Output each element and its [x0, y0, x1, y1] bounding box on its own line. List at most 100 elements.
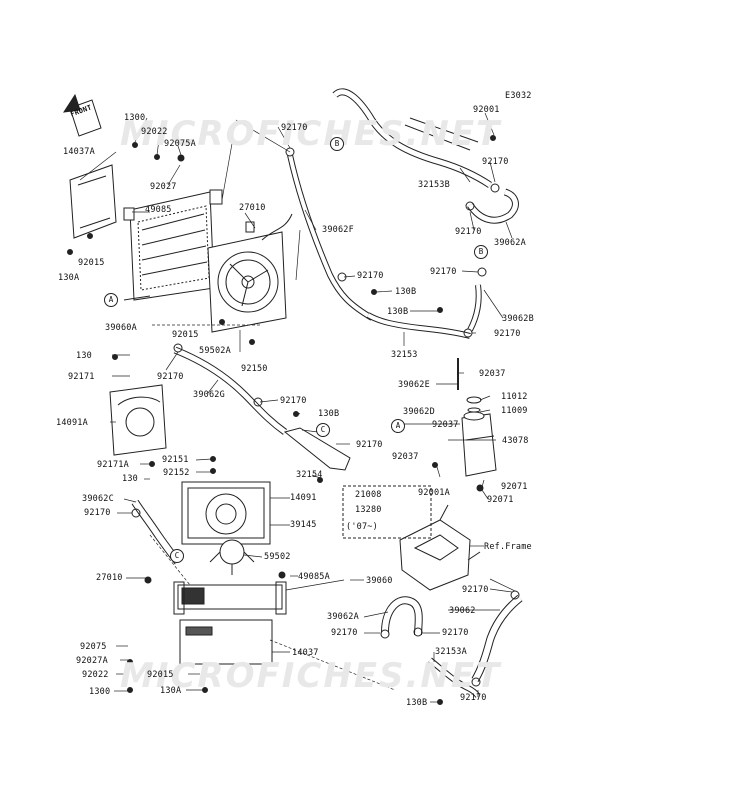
pipe-32154 — [283, 427, 351, 471]
part-label-92150: 92150 — [241, 364, 268, 374]
part-label-130b-a: 130B — [395, 287, 417, 297]
part-label-11009: 11009 — [501, 406, 528, 416]
upper-radiator-core — [123, 189, 223, 301]
part-label-32153a: 32153A — [435, 647, 467, 657]
part-label-39062g: 39062G — [193, 390, 225, 400]
radiator-screen-14037 — [179, 619, 273, 665]
part-label-130-left: 130 — [76, 351, 92, 361]
part-label-39062a-bot: 39062A — [327, 612, 359, 622]
hose-clamp-marks — [131, 147, 520, 687]
part-label-59502a: 59502A — [199, 346, 231, 356]
part-label-39062a: 39062A — [494, 238, 526, 248]
part-label-92001: 92001 — [473, 105, 500, 115]
lower-radiator-core — [173, 581, 287, 615]
part-label-130b-c: 130B — [318, 409, 340, 419]
part-label-92171: 92171 — [68, 372, 95, 382]
fastener-marks — [67, 135, 496, 705]
fan-shroud-14091 — [181, 481, 271, 545]
circle-ref-c-upper: C — [316, 423, 330, 437]
hose-39062f — [287, 154, 374, 321]
part-label-92170-b: 92170 — [281, 123, 308, 133]
part-label-92170-i: 92170 — [356, 440, 383, 450]
part-label-92015-bot: 92015 — [147, 670, 174, 680]
circle-ref-a-lower: A — [391, 419, 405, 433]
part-label-39062d: 39062D — [403, 407, 435, 417]
part-label-39062: 39062 — [449, 606, 476, 616]
part-label-92170-a: 92170 — [157, 372, 184, 382]
part-label-1300-top: 1300 — [124, 113, 146, 123]
part-label-92170-m: 92170 — [442, 628, 469, 638]
part-label-92171a: 92171A — [97, 460, 129, 470]
part-label-92027a: 92027A — [76, 656, 108, 666]
fan-motor-59502 — [209, 539, 255, 575]
part-label-92037-a: 92037 — [479, 369, 506, 379]
part-label-39060: 39060 — [366, 576, 393, 586]
part-label-92151: 92151 — [162, 455, 189, 465]
year-note-label: ('07~) — [346, 522, 378, 532]
part-label-92170-c: 92170 — [357, 271, 384, 281]
part-label-92170-d: 92170 — [482, 157, 509, 167]
part-label-27010-bot: 27010 — [96, 573, 123, 583]
part-label-39062b: 39062B — [502, 314, 534, 324]
part-label-92170-e: 92170 — [455, 227, 482, 237]
radiator-screen-14037a — [69, 164, 117, 239]
part-label-130-mid: 130 — [122, 474, 138, 484]
front-arrow-icon — [62, 93, 102, 137]
part-label-92170-g: 92170 — [494, 329, 521, 339]
part-label-92015-mid: 92015 — [172, 330, 199, 340]
part-label-130a-bot: 130A — [160, 686, 182, 696]
part-label-92170-k: 92170 — [462, 585, 489, 595]
part-label-92001a: 92001A — [418, 488, 450, 498]
part-label-39060a: 39060A — [105, 323, 137, 333]
circle-ref-b-lower: B — [474, 245, 488, 259]
diagram-code: E3032 — [505, 91, 532, 101]
part-label-92071-a: 92071 — [501, 482, 528, 492]
part-label-92075: 92075 — [80, 642, 107, 652]
part-label-92022-bot: 92022 — [82, 670, 109, 680]
part-label-1300-bot: 1300 — [89, 687, 111, 697]
part-label-39062f: 39062F — [322, 225, 354, 235]
part-label-92170-h: 92170 — [280, 396, 307, 406]
part-label-92015-left: 92015 — [78, 258, 105, 268]
part-label-39062e: 39062E — [398, 380, 430, 390]
part-label-49085: 49085 — [145, 205, 172, 215]
part-label-92037-b: 92037 — [432, 420, 459, 430]
part-label-92075a: 92075A — [164, 139, 196, 149]
leader-lines — [79, 112, 516, 703]
part-label-39062c: 39062C — [82, 494, 114, 504]
circle-ref-c-lower: C — [170, 549, 184, 563]
reservoir-tank-43078 — [457, 358, 497, 477]
part-label-92170-l: 92170 — [331, 628, 358, 638]
reservoir-bracket — [399, 504, 481, 591]
part-label-92170-f: 92170 — [430, 267, 457, 277]
part-label-43078: 43078 — [502, 436, 529, 446]
ref-frame-label: Ref.Frame — [484, 542, 532, 552]
part-label-130b-bot: 130B — [406, 698, 428, 708]
part-label-14091: 14091 — [290, 493, 317, 503]
part-label-27010-top: 27010 — [239, 203, 266, 213]
part-label-32153: 32153 — [391, 350, 418, 360]
part-label-130b-b: 130B — [387, 307, 409, 317]
part-label-130a-top: 130A — [58, 273, 80, 283]
part-label-14037a: 14037A — [63, 147, 95, 157]
part-label-39145: 39145 — [290, 520, 317, 530]
part-label-21008: 21008 — [355, 490, 382, 500]
part-label-49085a: 49085A — [298, 572, 330, 582]
part-label-92170-j: 92170 — [84, 508, 111, 518]
part-label-14091a: 14091A — [56, 418, 88, 428]
part-label-92152: 92152 — [163, 468, 190, 478]
part-label-92170-n: 92170 — [460, 693, 487, 703]
circle-ref-a-upper: A — [104, 293, 118, 307]
part-label-92037-c: 92037 — [392, 452, 419, 462]
part-label-59502: 59502 — [264, 552, 291, 562]
part-label-92027: 92027 — [150, 182, 177, 192]
part-label-11012: 11012 — [501, 392, 528, 402]
part-label-32154: 32154 — [296, 470, 323, 480]
part-label-92071-b: 92071 — [487, 495, 514, 505]
part-label-13280: 13280 — [355, 505, 382, 515]
part-label-14037: 14037 — [292, 648, 319, 658]
upper-fan-assembly — [207, 213, 293, 333]
part-label-32153b: 32153B — [418, 180, 450, 190]
watermark-bottom: MICROFICHES.NET — [120, 656, 502, 696]
